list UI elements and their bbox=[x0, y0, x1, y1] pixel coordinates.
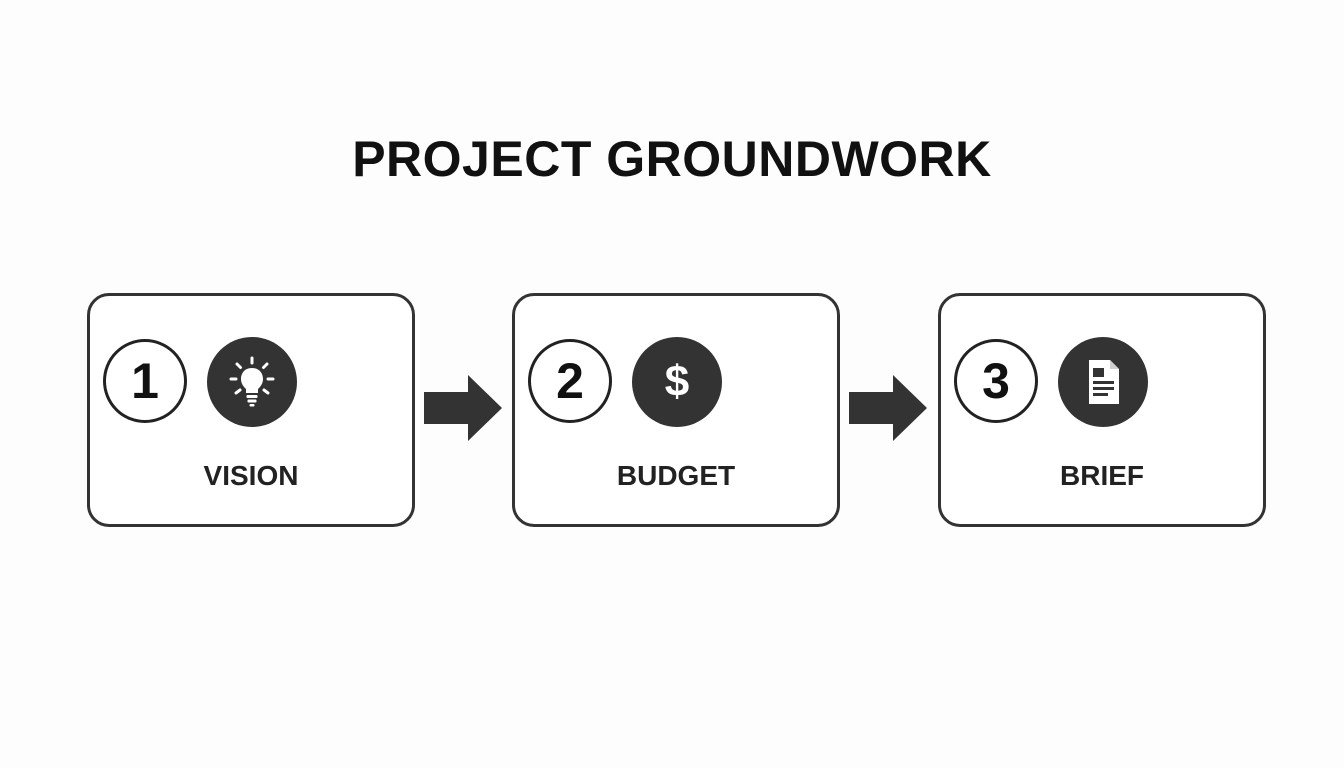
lightbulb-icon bbox=[207, 337, 297, 427]
step-number-badge: 2 bbox=[528, 339, 612, 423]
diagram-title: PROJECT GROUNDWORK bbox=[352, 131, 992, 187]
arrow-right-icon bbox=[424, 375, 502, 441]
svg-text:$: $ bbox=[665, 357, 689, 406]
document-icon bbox=[1058, 337, 1148, 427]
dollar-icon: $ bbox=[632, 337, 722, 427]
step-label: BUDGET bbox=[616, 460, 736, 491]
step-card-budget: 2 $ BUDGET bbox=[512, 293, 840, 527]
step-label: VISION bbox=[203, 460, 299, 491]
step-card-vision: 1 VISION bbox=[87, 293, 415, 527]
document-glyph bbox=[1089, 360, 1119, 404]
lightbulb-glyph bbox=[229, 356, 275, 407]
step-card-brief: 3 BRIEF bbox=[938, 293, 1266, 527]
step-number-badge: 3 bbox=[954, 339, 1038, 423]
step-label: BRIEF bbox=[1060, 460, 1144, 491]
dollar-glyph: $ bbox=[665, 357, 689, 406]
step-number-badge: 1 bbox=[103, 339, 187, 423]
arrow-right-icon bbox=[849, 375, 927, 441]
